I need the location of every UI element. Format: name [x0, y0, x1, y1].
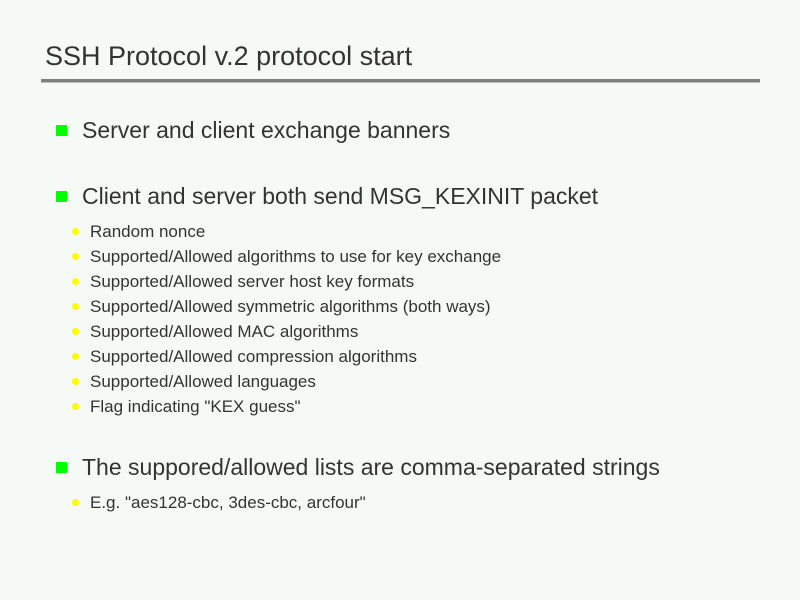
- bullet-label: The suppored/allowed lists are comma-sep…: [82, 454, 660, 480]
- page-title: SSH Protocol v.2 protocol start: [45, 41, 413, 71]
- bullet-item-level1: The suppored/allowed lists are comma-sep…: [0, 449, 782, 485]
- dot-bullet-icon: [72, 403, 79, 410]
- spacer: [0, 419, 800, 449]
- title-divider: [41, 79, 760, 83]
- slide-body: Server and client exchange banners Clien…: [0, 112, 800, 515]
- bullet-item-level2: Flag indicating "KEX guess": [0, 394, 800, 419]
- bullet-item-level2: Supported/Allowed languages: [0, 369, 800, 394]
- dot-bullet-icon: [72, 499, 79, 506]
- bullet-item-level1: Server and client exchange banners: [0, 112, 782, 148]
- square-bullet-icon: [56, 191, 67, 202]
- sub-bullet-label: Random nonce: [90, 222, 206, 241]
- dot-bullet-icon: [72, 378, 79, 385]
- sub-bullet-label: Supported/Allowed algorithms to use for …: [90, 247, 502, 266]
- dot-bullet-icon: [72, 303, 79, 310]
- dot-bullet-icon: [72, 328, 79, 335]
- sub-bullet-label: Supported/Allowed MAC algorithms: [90, 322, 359, 341]
- bullet-item-level1: Client and server both send MSG_KEXINIT …: [0, 178, 782, 214]
- bullet-item-level2: Random nonce: [0, 219, 800, 244]
- sub-bullet-label: Supported/Allowed symmetric algorithms (…: [90, 297, 491, 316]
- bullet-item-level2: Supported/Allowed server host key format…: [0, 269, 800, 294]
- sub-bullet-list: E.g. "aes128-cbc, 3des-cbc, arcfour": [0, 490, 800, 515]
- sub-bullet-list: Random nonce Supported/Allowed algorithm…: [0, 219, 800, 419]
- bullet-label: Server and client exchange banners: [82, 117, 451, 143]
- bullet-item-level2: Supported/Allowed algorithms to use for …: [0, 244, 800, 269]
- sub-bullet-label: Supported/Allowed languages: [90, 372, 316, 391]
- dot-bullet-icon: [72, 228, 79, 235]
- bullet-label: Client and server both send MSG_KEXINIT …: [82, 183, 599, 209]
- square-bullet-icon: [56, 125, 67, 136]
- sub-bullet-label: Supported/Allowed server host key format…: [90, 272, 415, 291]
- bullet-item-level2: E.g. "aes128-cbc, 3des-cbc, arcfour": [0, 490, 800, 515]
- spacer: [0, 148, 800, 178]
- sub-bullet-label: E.g. "aes128-cbc, 3des-cbc, arcfour": [90, 493, 366, 512]
- bullet-item-level2: Supported/Allowed compression algorithms: [0, 344, 800, 369]
- sub-bullet-label: Flag indicating "KEX guess": [90, 397, 301, 416]
- square-bullet-icon: [56, 462, 67, 473]
- bullet-item-level2: Supported/Allowed symmetric algorithms (…: [0, 294, 800, 319]
- dot-bullet-icon: [72, 253, 79, 260]
- sub-bullet-label: Supported/Allowed compression algorithms: [90, 347, 417, 366]
- dot-bullet-icon: [72, 353, 79, 360]
- dot-bullet-icon: [72, 278, 79, 285]
- bullet-item-level2: Supported/Allowed MAC algorithms: [0, 319, 800, 344]
